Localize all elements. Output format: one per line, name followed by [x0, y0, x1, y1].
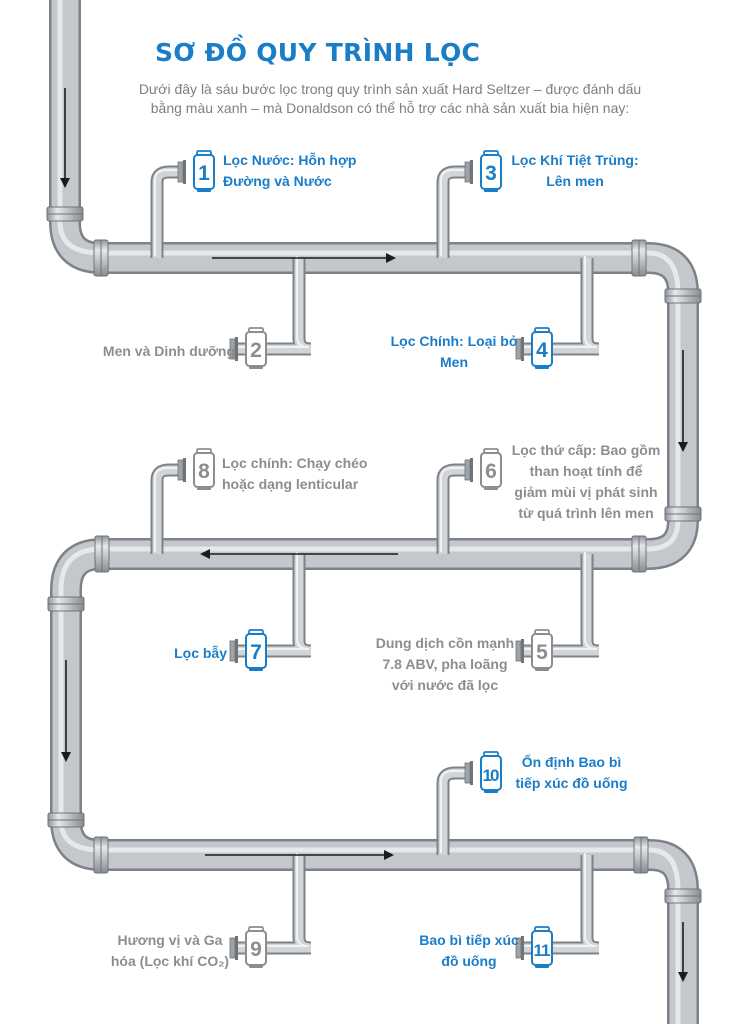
- step-label-5: Dung dịch cồn mạnh 7.8 ABV, pha loãng với …: [370, 633, 520, 696]
- step-label-line: Lọc thứ cấp: Bao gồm: [511, 442, 661, 458]
- filter-can-10: 10: [480, 751, 502, 793]
- flow-arrows: [60, 88, 688, 982]
- branch-pipe: [436, 458, 473, 554]
- step-number: 11: [534, 941, 551, 960]
- intro-line: Dưới đây là sáu bước lọc trong quy trình…: [138, 81, 642, 97]
- filter-can-4: 4: [531, 327, 553, 369]
- branch-pipe: [436, 761, 473, 855]
- step-number: 1: [198, 162, 210, 185]
- pipe-flange: [47, 596, 85, 612]
- filter-can-9: 9: [245, 926, 267, 968]
- step-label-line: 7.8 ABV, pha loãng: [382, 656, 508, 672]
- filter-can-2: 2: [245, 327, 267, 369]
- step-label-line: giảm mùi vị phát sinh: [514, 484, 658, 500]
- step-label-8: Lọc chính: Chạy chéo hoặc dạng lenticular: [222, 453, 367, 495]
- step-label-line: hóa (Lọc khí CO₂): [110, 953, 230, 969]
- pipe-flange: [47, 812, 85, 828]
- filter-can-3: 3: [480, 150, 502, 192]
- pipe-flange: [664, 888, 702, 904]
- pipe-flange: [633, 836, 649, 874]
- step-label-line: Men: [440, 354, 468, 370]
- step-number: 8: [198, 460, 210, 483]
- page-title: SƠ ĐỒ QUY TRÌNH LỌC: [155, 38, 481, 67]
- step-number: 7: [250, 641, 262, 664]
- step-label-line: Hương vị và Ga: [117, 932, 223, 948]
- pipe-flanges: [46, 206, 702, 904]
- step-label-line: với nước đã lọc: [391, 677, 499, 693]
- step-label-line: Lọc bẫy: [174, 645, 227, 661]
- branch-pipe: [229, 552, 312, 663]
- step-label-line: than hoạt tính để: [529, 463, 643, 479]
- filter-can-6: 6: [480, 448, 502, 490]
- step-label-line: đồ uống: [441, 953, 497, 969]
- step-number: 6: [485, 460, 497, 483]
- branch-pipe: [515, 853, 600, 960]
- step-label-line: Lọc Nước: Hỗn hợp: [223, 152, 357, 168]
- branch-pipe: [515, 552, 600, 663]
- intro-text: Dưới đây là sáu bước lọc trong quy trình…: [110, 80, 670, 118]
- step-number: 3: [485, 162, 497, 185]
- filter-cans: 1 2 3 4 5 6 7 8 9 10 11: [193, 150, 553, 968]
- filter-can-11: 11: [531, 926, 553, 968]
- branch-pipe: [229, 256, 312, 361]
- filter-can-1: 1: [193, 150, 215, 192]
- step-label-line: tiếp xúc đồ uống: [515, 775, 628, 791]
- pipe-flange: [631, 535, 647, 573]
- step-label-line: hoặc dạng lenticular: [222, 476, 359, 492]
- branch-pipes: [150, 160, 600, 960]
- step-label-10: Ổn định Bao bì tiếp xúc đồ uống: [509, 752, 634, 794]
- filter-can-5: 5: [531, 629, 553, 671]
- step-label-4: Lọc Chính: Loại bỏ Men: [385, 331, 523, 373]
- pipe-flange: [93, 239, 109, 277]
- step-number: 5: [536, 641, 548, 664]
- step-label-7: Lọc bẫy: [155, 643, 227, 664]
- step-label-line: Lọc chính: Chạy chéo: [222, 455, 368, 471]
- pipe-flange: [46, 206, 84, 222]
- step-label-3: Lọc Khí Tiệt Trùng: Lên men: [509, 150, 641, 192]
- step-label-line: Lên men: [546, 173, 604, 189]
- step-label-line: Bao bì tiếp xúc: [419, 932, 519, 948]
- step-number: 10: [483, 766, 500, 785]
- branch-pipe: [150, 458, 186, 554]
- step-label-11: Bao bì tiếp xúc đồ uống: [405, 930, 533, 972]
- step-label-line: Lọc Khí Tiệt Trùng:: [511, 152, 639, 168]
- pipe-flange: [94, 535, 110, 573]
- step-label-6: Lọc thứ cấp: Bao gồm than hoạt tính để giả…: [505, 440, 667, 524]
- step-number: 4: [536, 339, 548, 362]
- step-label-9: Hương vị và Ga hóa (Lọc khí CO₂): [105, 930, 235, 972]
- step-label-line: Lọc Chính: Loại bỏ: [390, 333, 518, 349]
- step-label-line: Ổn định Bao bì: [521, 754, 622, 770]
- intro-line: bằng màu xanh – mà Donaldson có thể hỗ t…: [150, 100, 630, 116]
- pipe-flange: [664, 506, 702, 522]
- step-number: 9: [250, 938, 262, 961]
- branch-pipe: [436, 160, 473, 258]
- pipe-flange: [93, 836, 109, 874]
- filter-can-8: 8: [193, 448, 215, 490]
- branch-pipe: [515, 256, 600, 361]
- pipe-flange: [631, 239, 647, 277]
- branch-pipe: [150, 160, 186, 258]
- step-label-line: Dung dịch cồn mạnh: [375, 635, 515, 651]
- step-number: 2: [250, 339, 262, 362]
- filter-can-7: 7: [245, 629, 267, 671]
- step-label-line: Đường và Nước: [223, 173, 332, 189]
- step-label-2: Men và Dinh dưỡng: [55, 341, 235, 362]
- branch-pipe: [229, 853, 312, 960]
- pipe-flange: [664, 288, 702, 304]
- step-label-line: từ quá trình lên men: [518, 505, 654, 521]
- step-label-line: Men và Dinh dưỡng: [102, 343, 235, 359]
